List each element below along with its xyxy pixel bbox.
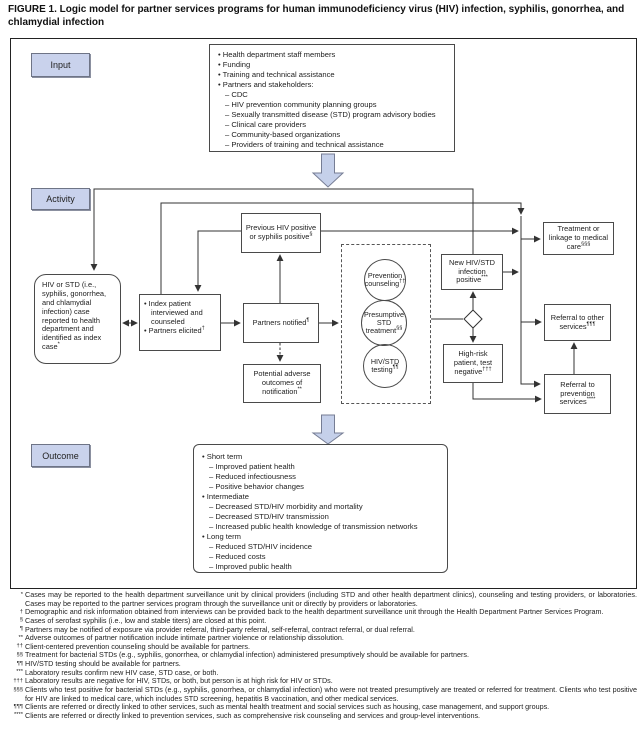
node-index-interviewed: • Index patient interviewed and counsele… bbox=[139, 294, 221, 351]
input-line: • Training and technical assistance bbox=[218, 70, 335, 80]
input-line: – Sexually transmitted disease (STD) pro… bbox=[225, 110, 436, 120]
footnote: ¶¶¶Clients are referred or directly link… bbox=[13, 702, 550, 712]
footnote: †Demographic and risk information obtain… bbox=[19, 607, 604, 617]
input-line: • Funding bbox=[218, 60, 251, 70]
input-items-box: • Health department staff members • Fund… bbox=[209, 44, 455, 152]
outcome-line: – Improved public health bbox=[209, 562, 292, 572]
node-index-case: HIV or STD (i.e., syphilis, gonorrhea, a… bbox=[34, 274, 121, 364]
connector-bus bbox=[520, 216, 541, 388]
node-previous-positive: Previous HIV positive or syphilis positi… bbox=[241, 213, 321, 253]
node-treatment-linkage: Treatment or linkage to medical care§§§ bbox=[543, 222, 614, 255]
section-label-outcome: Outcome bbox=[31, 444, 90, 467]
node-presumptive-treatment: Presumptive STD treatment§§ bbox=[361, 300, 407, 346]
footnote: §§§Clients who test positive for bacteri… bbox=[13, 685, 637, 703]
outcome-items-box: • Short term – Improved patient health –… bbox=[193, 444, 448, 573]
footnote: ¶Partners may be notified of exposure vi… bbox=[19, 624, 415, 634]
connector-highrisk-to-referral-prevention bbox=[472, 383, 542, 403]
footnote: ****Clients are referred or directly lin… bbox=[13, 710, 481, 720]
outcome-line: – Reduced costs bbox=[209, 552, 266, 562]
input-line: • Health department staff members bbox=[218, 50, 336, 59]
footnotes: *Cases may be reported to the health dep… bbox=[10, 590, 637, 721]
input-line: – HIV prevention community planning grou… bbox=[225, 100, 377, 110]
flow-connectors-layer bbox=[90, 153, 578, 445]
node-high-risk-negative: High-risk patient, test negative††† bbox=[443, 344, 503, 383]
outcome-line: • Short term bbox=[202, 452, 243, 461]
decision-diamond bbox=[463, 309, 483, 329]
input-line: – Community-based organizations bbox=[225, 130, 341, 140]
block-arrow-input-to-activity bbox=[311, 153, 345, 188]
outcome-line: – Positive behavior changes bbox=[209, 482, 304, 492]
input-line: • Partners and stakeholders: bbox=[218, 80, 314, 90]
node-referral-other: Referral to other services¶¶¶ bbox=[544, 304, 611, 341]
connector-newinfection-to-indexcase bbox=[90, 188, 474, 271]
footnote: *Cases may be reported to the health dep… bbox=[20, 590, 637, 608]
footnote: †††Laboratory results are negative for H… bbox=[13, 676, 333, 686]
input-line: – Clinical care providers bbox=[225, 120, 307, 130]
logic-model-diagram: Input Activity Outcome • Health departme… bbox=[10, 38, 637, 589]
footnote: §Cases of serofast syphilis (i.e., low a… bbox=[19, 615, 267, 625]
outcome-line: • Long term bbox=[202, 532, 241, 542]
connector-previous-to-interview bbox=[194, 230, 243, 292]
connector-interview-to-bus bbox=[160, 202, 525, 294]
section-label-input: Input bbox=[31, 53, 90, 77]
footnote: **Adverse outcomes of partner notificati… bbox=[18, 633, 344, 643]
footnote: ***Laboratory results confirm new HIV ca… bbox=[16, 667, 219, 677]
outcome-line: • Intermediate bbox=[202, 492, 249, 502]
node-adverse-outcomes: Potential adverse outcomes of notificati… bbox=[243, 364, 321, 403]
node-hiv-std-testing: HIV/STD testing¶¶ bbox=[363, 344, 407, 388]
input-line: – Providers of training and technical as… bbox=[225, 140, 384, 150]
node-prevention-counseling: Prevention counseling†† bbox=[364, 259, 406, 301]
node-referral-prevention: Referral to prevention services**** bbox=[544, 374, 611, 414]
node-new-infection: New HIV/STD infection positive*** bbox=[441, 254, 503, 290]
outcome-line: – Increased public health knowledge of t… bbox=[209, 522, 418, 532]
section-label-activity: Activity bbox=[31, 188, 90, 210]
block-arrow-activity-to-outcome bbox=[311, 414, 345, 445]
figure-title: FIGURE 1. Logic model for partner servic… bbox=[8, 4, 625, 28]
footnote: ¶¶HIV/STD testing should be available fo… bbox=[16, 659, 181, 669]
outcome-line: – Decreased STD/HIV transmission bbox=[209, 512, 329, 522]
partner-services-dashed-group bbox=[341, 244, 431, 404]
input-line: – CDC bbox=[225, 90, 248, 100]
outcome-line: – Improved patient health bbox=[209, 462, 295, 472]
outcome-line: – Decreased STD/HIV morbidity and mortal… bbox=[209, 502, 363, 512]
node-partners-notified: Partners notified¶ bbox=[243, 303, 319, 343]
footnote: ††Client-centered prevention counseling … bbox=[16, 641, 250, 651]
outcome-line: – Reduced STD/HIV incidence bbox=[209, 542, 312, 552]
footnote: §§Treatment for bacterial STDs (e.g., sy… bbox=[16, 650, 469, 660]
outcome-line: – Reduced infectiousness bbox=[209, 472, 296, 482]
